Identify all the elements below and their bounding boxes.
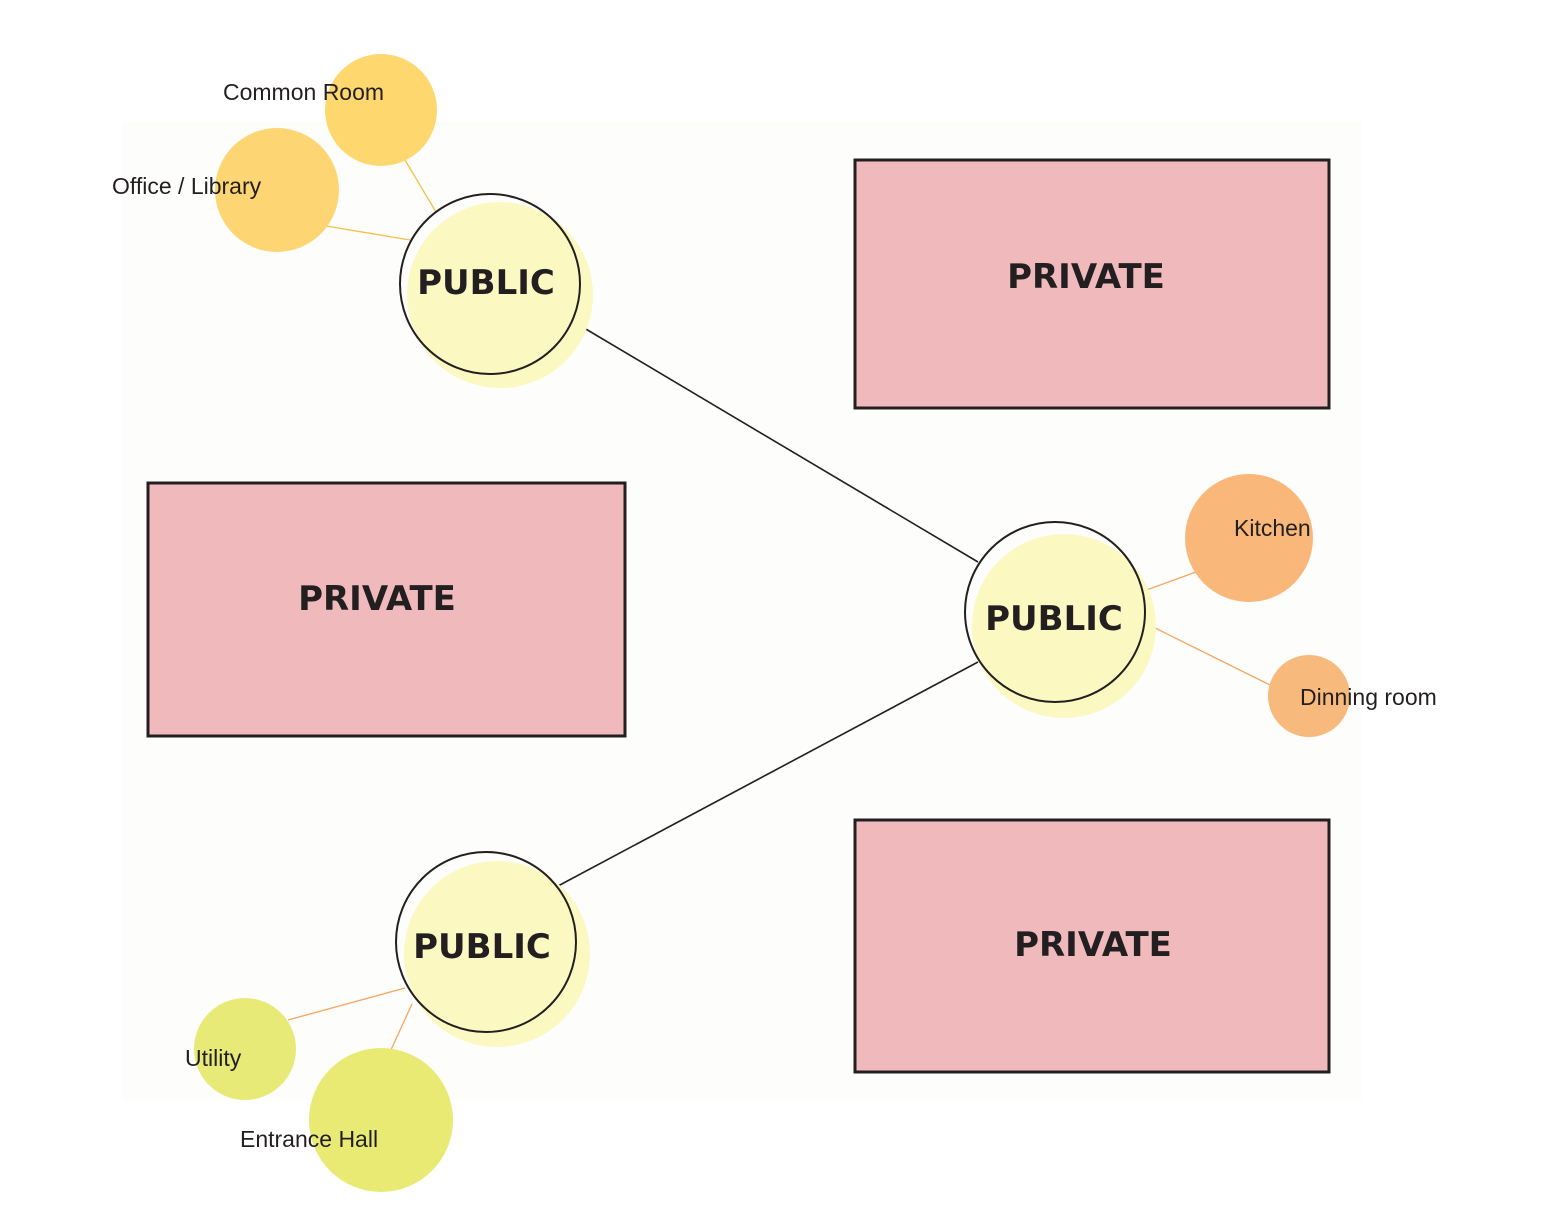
public-label-right: PUBLIC xyxy=(985,599,1123,639)
public-hub-bottom-fill xyxy=(404,861,590,1047)
public-hub-top-outline xyxy=(399,193,581,375)
office-library-bubble xyxy=(215,128,339,252)
private-label-top: PRIVATE xyxy=(1007,257,1165,297)
public-hub-bottom-outline xyxy=(395,851,577,1033)
entrance-hall-label: Entrance Hall xyxy=(240,1126,378,1152)
private-zone-left xyxy=(146,481,627,738)
public-label-bottom: PUBLIC xyxy=(413,927,551,967)
private-zone-bottom xyxy=(853,818,1331,1074)
connector-dinning-room xyxy=(1146,623,1273,687)
private-label-left: PRIVATE xyxy=(298,579,456,619)
common-room-label: Common Room xyxy=(223,79,384,105)
connector-bottom-to-right xyxy=(557,661,979,887)
utility-bubble xyxy=(194,998,296,1100)
dinning-room-label: Dinning room xyxy=(1300,684,1437,710)
connector-kitchen xyxy=(1140,571,1197,593)
private-zone-top xyxy=(853,158,1331,410)
public-label-top: PUBLIC xyxy=(417,263,555,303)
connector-office-library xyxy=(325,225,411,241)
connector-utility xyxy=(287,987,406,1021)
public-hub-right-outline xyxy=(964,521,1146,703)
connector-entrance-hall xyxy=(389,1003,413,1053)
entrance-hall-bubble xyxy=(309,1048,453,1192)
public-hub-top-fill xyxy=(407,202,593,388)
utility-label: Utility xyxy=(185,1045,242,1071)
connector-top-to-right xyxy=(573,321,979,563)
private-label-bottom: PRIVATE xyxy=(1014,925,1172,965)
kitchen-label: Kitchen xyxy=(1234,515,1311,541)
common-room-bubble xyxy=(325,54,437,166)
kitchen-bubble xyxy=(1185,474,1313,602)
office-library-label: Office / Library xyxy=(112,173,262,199)
dinning-room-bubble xyxy=(1268,655,1350,737)
connector-common-room xyxy=(404,159,437,213)
public-hub-right-fill xyxy=(972,534,1156,718)
